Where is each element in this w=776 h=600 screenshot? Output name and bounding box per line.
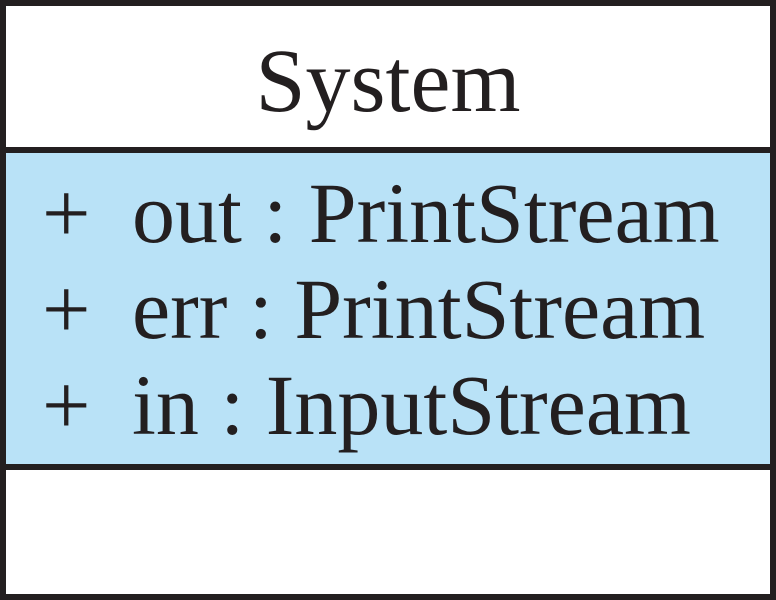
visibility-marker: + (42, 356, 91, 453)
attributes-compartment: + out : PrintStream + err : PrintStream + i… (6, 153, 770, 464)
visibility-marker: + (42, 164, 91, 261)
attribute-row: + in : InputStream (42, 357, 762, 453)
visibility-marker: + (42, 260, 91, 357)
operations-compartment (6, 470, 770, 594)
compartment-divider (6, 464, 770, 470)
class-name: System (255, 31, 521, 131)
attribute-row: + out : PrintStream (42, 165, 762, 261)
attribute-declaration: err : PrintStream (132, 260, 706, 357)
class-name-compartment: System (6, 6, 770, 147)
attribute-row: + err : PrintStream (42, 261, 762, 357)
compartment-divider (6, 147, 770, 153)
attribute-declaration: out : PrintStream (132, 164, 720, 261)
attribute-declaration: in : InputStream (132, 356, 691, 453)
